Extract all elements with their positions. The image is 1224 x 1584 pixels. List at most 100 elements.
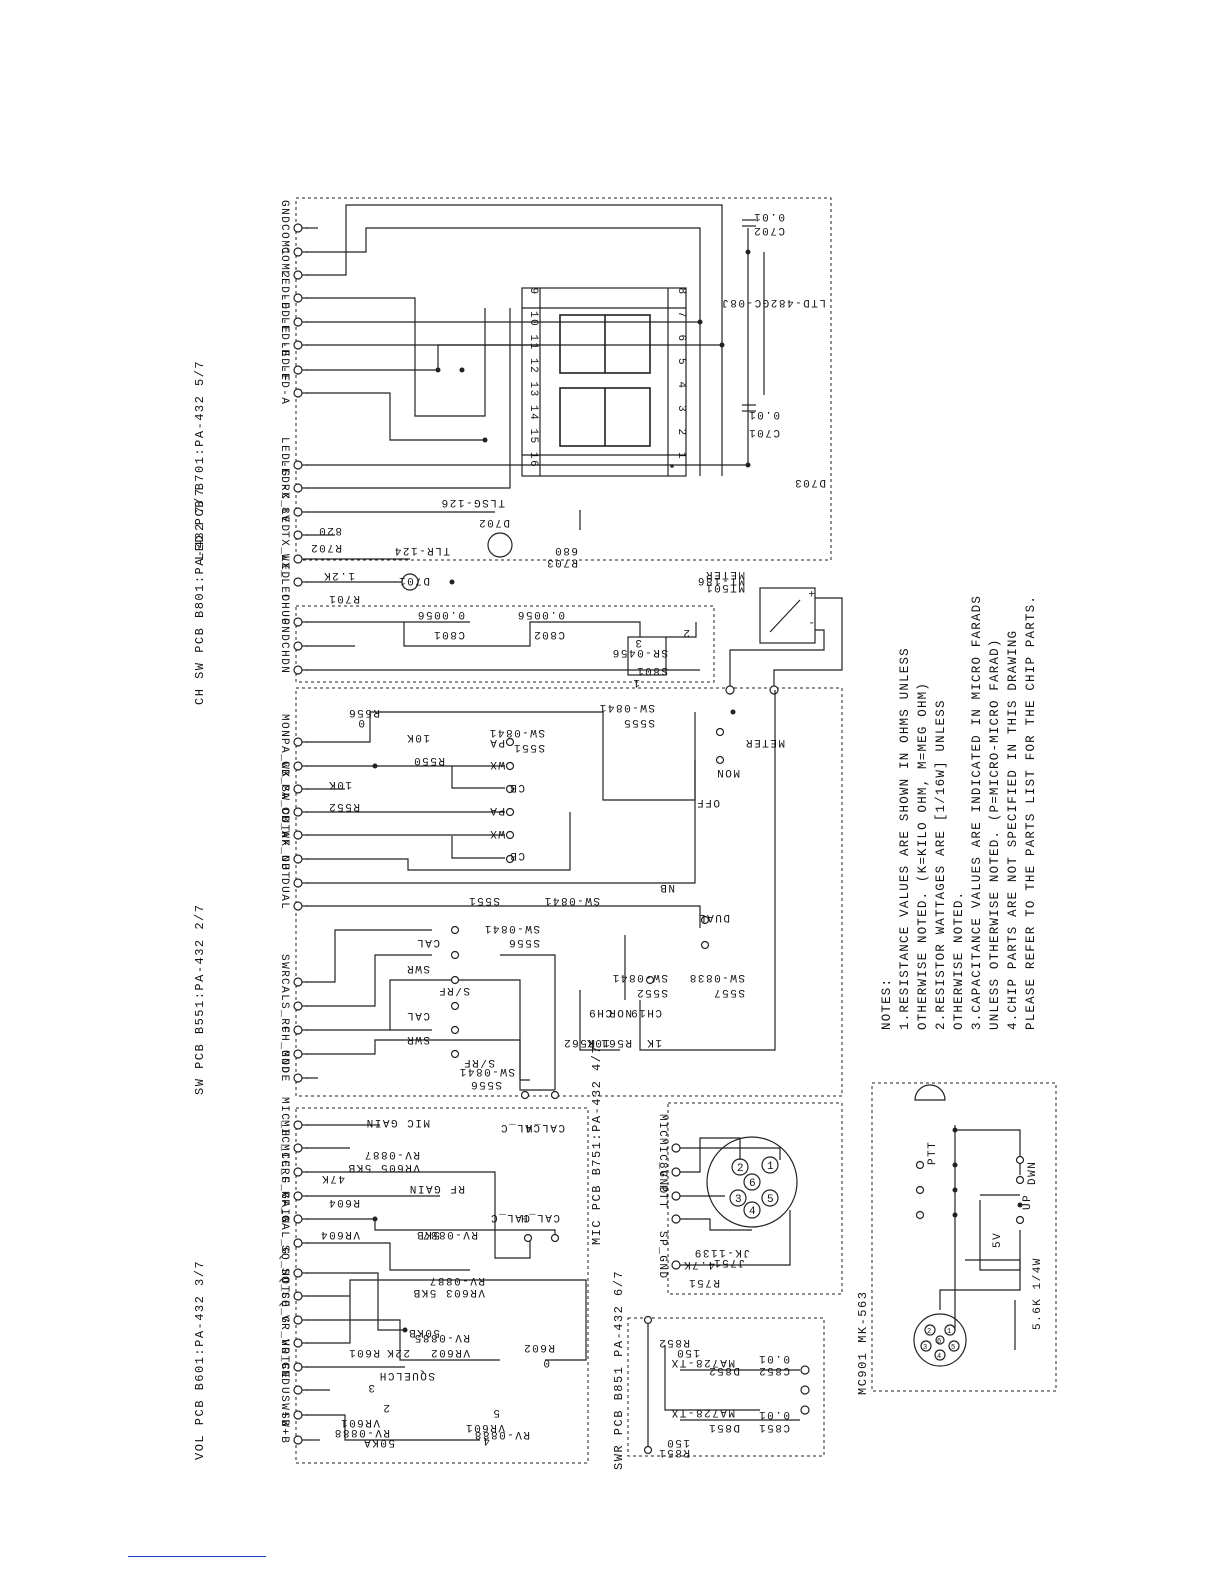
part-label-sw_pcb: 10K [328, 778, 352, 790]
part-label-mic_pcb_left: RV-0887 [363, 1148, 420, 1160]
display-pin-number-bottom: 5 [675, 358, 687, 366]
jack-pin-number: 3 [735, 1194, 743, 1206]
block-header-led_pcb: LED PCB B701:PA-432 5/7 [193, 360, 207, 560]
pin-terminal [293, 761, 303, 771]
part-label-led_pcb: R702 [310, 541, 342, 553]
display-pin-number-bottom: 8 [675, 288, 687, 296]
pin-terminal [293, 1385, 303, 1395]
pin-label-led_pcb: RX_LED [278, 484, 290, 533]
notes-line: 2.RESISTOR WATTAGES ARE [1/16W] UNLESS [934, 699, 948, 1030]
part-label-ch_sw_pcb: 0.0056 [516, 608, 565, 620]
part-label-led_pcb: R703 [546, 556, 578, 568]
display-pin-number-top: 14 [527, 405, 539, 421]
pin-terminal [293, 460, 303, 470]
jack-pin-number: 1 [767, 1161, 775, 1173]
pin-label-sw_pcb: S_RF [278, 1002, 290, 1034]
part-label-led_pcb: D702 [478, 516, 510, 528]
part-label-mc901: UP [1022, 1194, 1034, 1210]
part-label-vol_pcb: 0 [542, 1356, 550, 1368]
part-label-vol_pcb: 50KA [363, 1436, 395, 1448]
pin-label-led_pcb: COM1 [278, 224, 290, 256]
part-label-sw_pcb: R561 [600, 1036, 632, 1048]
part-label-mic_pcb_left: CAL_H [519, 1211, 560, 1223]
plug-pin-number: 4 [937, 1353, 943, 1361]
part-label-mic_pcb_left: VR604 [319, 1228, 360, 1240]
notes-line: UNLESS OTHERWISE NOTED. (P=MICRO-MICRO F… [988, 638, 1002, 1030]
pin-label-vol_pcb: GND [278, 1362, 290, 1386]
part-label-ch_sw_pcb: SR-0456 [611, 646, 668, 658]
led-display [521, 287, 687, 477]
part-label-sw_pcb: PA [489, 804, 505, 816]
pin-terminal [671, 1191, 681, 1201]
part-label-sw_pcb: 0 [357, 716, 365, 728]
part-label-meter: - [807, 616, 815, 628]
pin-label-led_pcb: LED-E [278, 294, 290, 335]
pin-terminal [293, 737, 303, 747]
part-label-sw_pcb: S552 [636, 986, 668, 998]
jack-pin-number: 6 [749, 1178, 757, 1190]
part-label-swr_pcb: 0.01 [758, 1408, 790, 1420]
block-header-vol_pcb: VOL PCB B601:PA-432 3/7 [193, 1260, 207, 1460]
part-label-mic_pcb_left: VR605 5KB [347, 1161, 420, 1173]
part-label-vol_pcb: R602 [523, 1341, 555, 1353]
part-label-sw_pcb: R550 [413, 754, 445, 766]
block-header-swr_pcb: SWR PCB B851 PA-432 6/7 [612, 1270, 626, 1470]
pin-terminal [293, 784, 303, 794]
sw-wiring [306, 690, 776, 1100]
part-label-led_pcb: 1.2K [323, 569, 355, 581]
part-label-led_pcb: 0.01 [748, 408, 780, 420]
block-header-mic_pcb: MIC PCB B751:PA-432 4/7 [590, 1045, 604, 1245]
part-label-sw_pcb: PA [489, 736, 505, 748]
part-label-mic_pcb_left: R604 [328, 1196, 360, 1208]
part-label-vol_pcb: RV-0885 [413, 1331, 470, 1343]
pin-terminal [293, 617, 303, 627]
part-label-swr_pcb: R852 [658, 1336, 690, 1348]
part-label-vol_pcb: VR602 [429, 1346, 470, 1358]
part-label-led_pcb: C702 [753, 224, 785, 236]
pin-label-vol_pcb: SQ_CE [278, 1268, 290, 1309]
pin-labels: WX_LEDTX_LED8VRX_LEDLED-CLED-GLED-ALED-F… [278, 200, 681, 1445]
pin-label-led_pcb: LED-C [278, 460, 290, 501]
jack-pin-number: 4 [749, 1206, 757, 1218]
part-label-mic_pcb_left: 5KB [416, 1228, 440, 1240]
pin-label-vol_pcb: SW+B [278, 1412, 290, 1444]
footer-rule [128, 1556, 266, 1557]
jack-pin-number: 2 [737, 1163, 745, 1175]
display-pin-number-bottom: 4 [675, 382, 687, 390]
pin-label-led_pcb: WX_LED [278, 554, 290, 603]
pin-label-led_pcb: 8V [278, 507, 290, 523]
pin-terminal [293, 1143, 303, 1153]
pin-label-mic_pcb_left: MIC_G [278, 1144, 290, 1185]
sw-pcb-outline [295, 687, 843, 1097]
part-label-ch_sw_pcb: 1 [632, 676, 640, 688]
part-label-sw_pcb: S/RF [438, 984, 470, 996]
part-label-sw_pcb: SW-0841 [488, 726, 545, 738]
pin-terminal [293, 317, 303, 327]
plug-pin-number: 1 [947, 1328, 953, 1336]
pin-terminal [293, 1073, 303, 1083]
pin-terminal [293, 270, 303, 280]
part-label-sw_pcb: CAL [416, 936, 440, 948]
display-pin-number-bottom: 1 [675, 452, 687, 460]
pin-terminal [293, 665, 303, 675]
part-label-vol_pcb: RV-0888 [473, 1428, 530, 1440]
mic-pcb-outline [667, 1102, 843, 1295]
pin-label-vol_pcb: SQ_HOT [278, 1245, 290, 1294]
part-label-led_pcb: R701 [328, 592, 360, 604]
pin-label-mic-pcb: MIC [656, 1114, 668, 1138]
part-label-sw_pcb: S556 [508, 936, 540, 948]
pin-terminal [293, 1291, 303, 1301]
part-label-sw_pcb: 10K [586, 1036, 610, 1048]
pin-terminal [293, 340, 303, 350]
part-label-mic_pcb_left: MIC GAIN [365, 1116, 430, 1128]
part-label-sw_pcb: WX [489, 827, 505, 839]
part-label-led_pcb: C701 [748, 426, 780, 438]
part-label-mic_pcb_left: RF GAIN [408, 1182, 465, 1194]
display-pin-number-top: 16 [527, 452, 539, 468]
pin-terminal [671, 1143, 681, 1153]
part-label-sw_pcb: CAL [406, 1009, 430, 1021]
pin-label-ch_sw_pcb: CHUP [278, 594, 290, 626]
part-label-mic_pcb: JK-1139 [693, 1246, 750, 1258]
pin-terminal [293, 223, 303, 233]
